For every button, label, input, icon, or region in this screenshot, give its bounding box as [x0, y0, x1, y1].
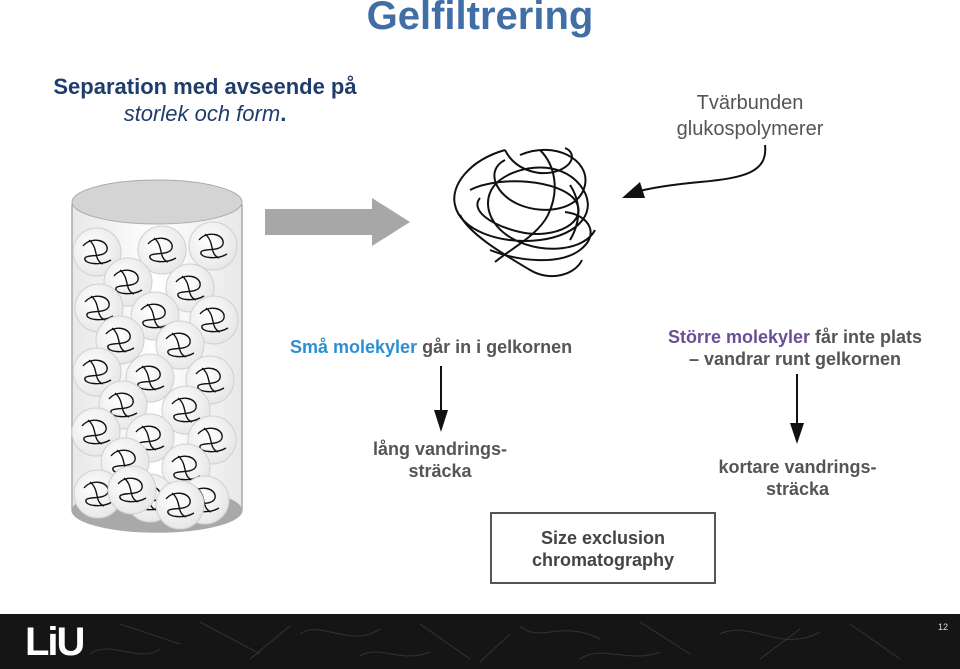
- page-number: 12: [937, 622, 948, 632]
- pointer-arrow: [632, 144, 767, 194]
- pointer-arrowhead-icon: [622, 182, 645, 198]
- box-line1: Size exclusion: [540, 528, 666, 548]
- small-molecules-highlight: Små molekyler: [290, 337, 418, 357]
- down-arrow-long-icon: [434, 410, 448, 432]
- large-molecules-line2: – vandrar runt gelkornen: [688, 349, 902, 369]
- gel-bead: [189, 295, 239, 345]
- large-molecules-highlight: Större molekyler: [667, 327, 811, 347]
- crosslinked-label-line1: Tvärbunden: [696, 92, 804, 114]
- subtitle-emphasis: storlek och form: [123, 101, 281, 126]
- down-arrow-short-icon: [790, 423, 804, 444]
- liu-logo: LiU: [25, 620, 85, 664]
- short-distance-line2: sträcka: [765, 479, 830, 499]
- small-molecules-rest: går in i gelkornen: [417, 337, 573, 357]
- gel-bead: [155, 480, 205, 530]
- gel-bead: [137, 225, 187, 275]
- slide-subtitle: Separation med avseende på storlek och f…: [30, 73, 380, 127]
- long-distance-label: lång vandrings- sträcka: [340, 438, 540, 482]
- long-distance-line2: sträcka: [408, 461, 472, 481]
- box-line2: chromatography: [531, 550, 675, 570]
- subtitle-line1: Separation med avseende på: [53, 74, 357, 99]
- gel-bead: [155, 320, 205, 370]
- gel-bead: [71, 407, 121, 457]
- short-distance-label: kortare vandrings- sträcka: [690, 456, 905, 500]
- size-exclusion-box: Size exclusion chromatography: [490, 512, 716, 584]
- footer-bar: [0, 614, 960, 669]
- crosslinked-polymer-label: Tvärbunden glukospolymerer: [640, 90, 860, 142]
- large-molecules-text: Större molekyler får inte plats – vandra…: [630, 326, 960, 370]
- gel-beads: [71, 221, 239, 530]
- polymer-tangle-icon: [453, 147, 596, 278]
- gel-bead: [72, 347, 122, 397]
- right-arrow-icon: [265, 198, 410, 246]
- small-molecules-text: Små molekyler går in i gelkornen: [290, 336, 600, 358]
- short-distance-line1: kortare vandrings-: [718, 457, 877, 477]
- gel-bead: [188, 221, 238, 271]
- footer-texture: [89, 621, 901, 663]
- gel-bead: [72, 227, 122, 277]
- crosslinked-label-line2: glukospolymerer: [676, 118, 824, 140]
- long-distance-line1: lång vandrings-: [372, 439, 507, 459]
- large-molecules-rest: får inte plats: [810, 327, 923, 347]
- gel-bead: [107, 465, 157, 515]
- column-top: [71, 179, 243, 225]
- subtitle-period: .: [280, 101, 287, 126]
- slide-title: Gelfiltrering: [366, 0, 594, 38]
